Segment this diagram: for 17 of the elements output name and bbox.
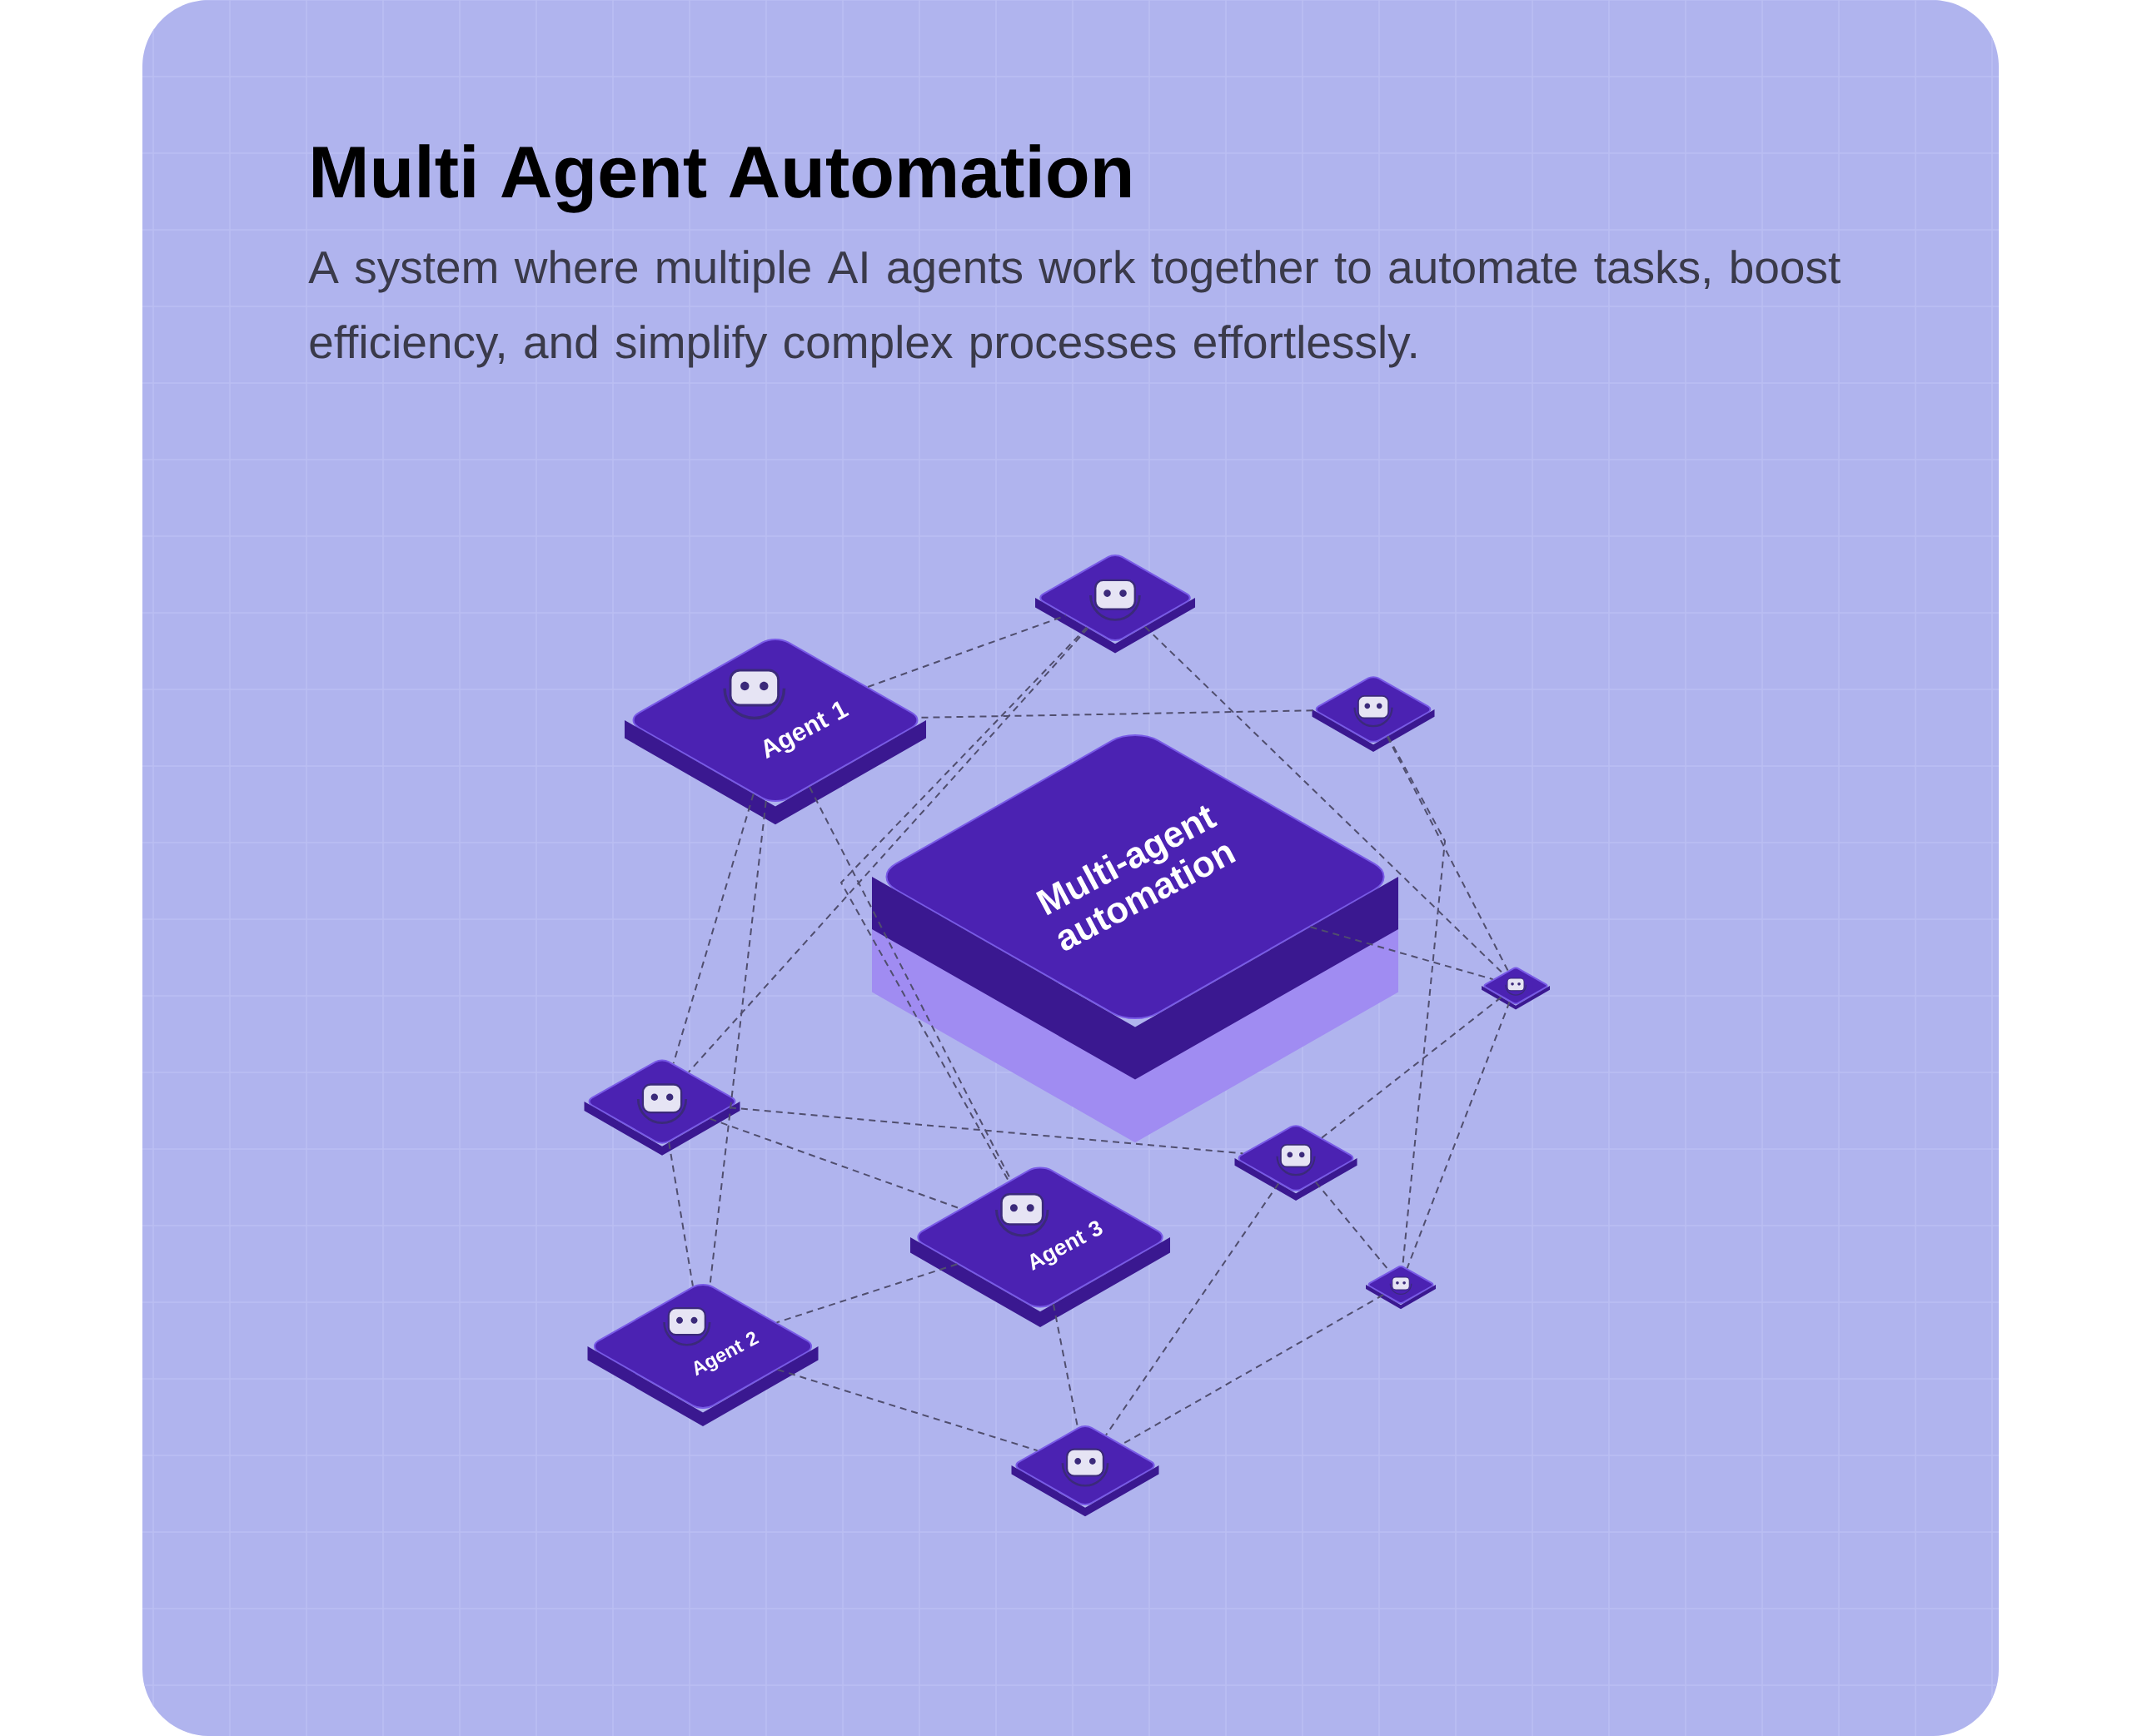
connector-line [1386,735,1509,972]
connector-line [1321,996,1502,1139]
connector-line [728,1107,1244,1155]
connector-line [776,1368,1039,1452]
connector-line [1105,1182,1280,1436]
connector-line [668,1142,694,1287]
connector-line [867,614,1067,688]
connector-line [687,627,1089,1073]
connector-line [1143,625,1504,975]
connector-line [1309,926,1494,981]
connector-line [1406,1001,1511,1270]
connector-line [775,1263,959,1324]
title: Multi Agent Automation [313,144,1130,213]
connector-line [839,626,1088,1182]
connector-line [672,793,755,1065]
description: A system where multiple AI agents work together to automate tasks, boost efficiency, and simplify complex processes effortlessly. [308,250,1841,368]
connector-line [920,709,1315,719]
